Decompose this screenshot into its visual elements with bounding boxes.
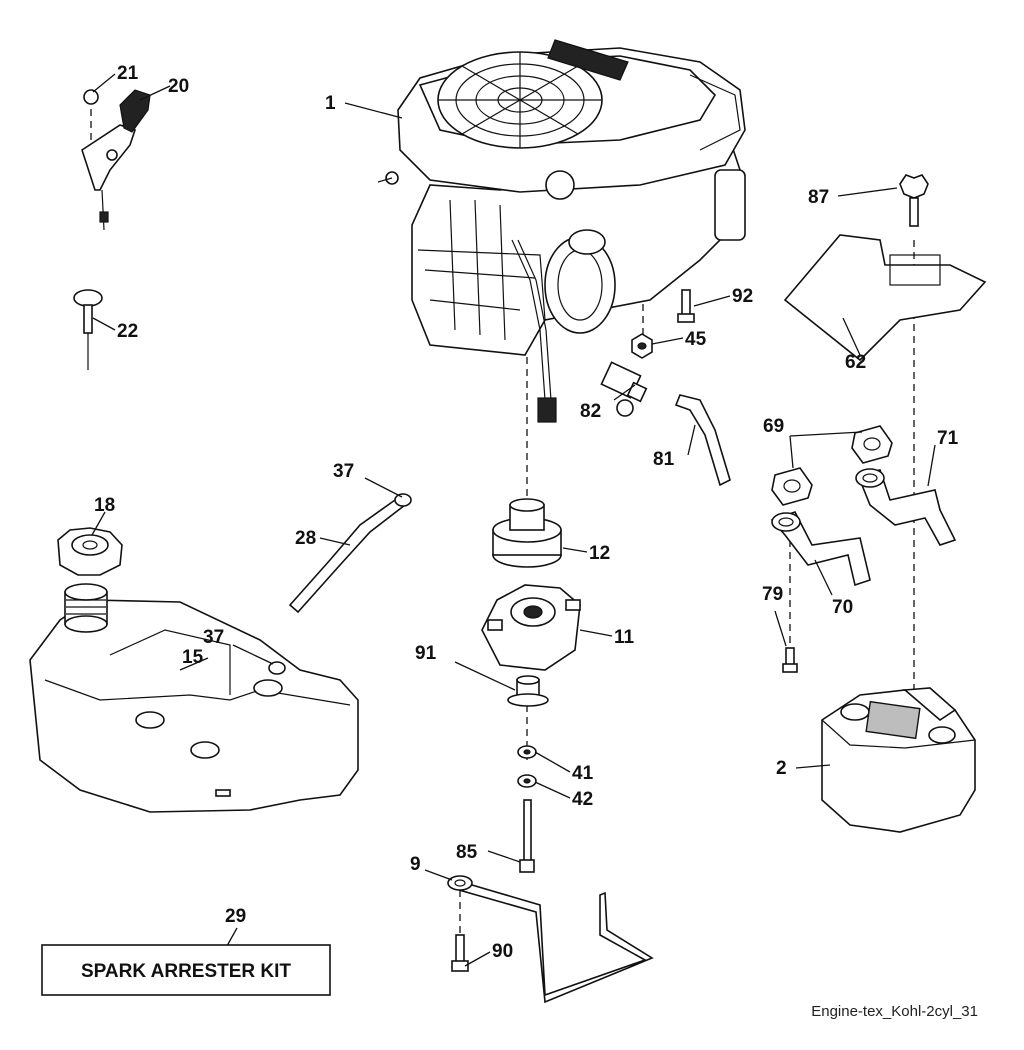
callout-71: 71	[937, 428, 959, 449]
engine	[377, 39, 746, 423]
callout-92: 92	[732, 286, 753, 307]
bolt-92	[677, 289, 695, 323]
bolt-85	[519, 799, 535, 873]
callout-21: 21	[117, 63, 139, 84]
spark-arrester-kit: SPARK ARRESTER KIT	[41, 944, 331, 996]
callout-41: 41	[572, 763, 594, 784]
pto-clutch	[481, 584, 581, 671]
callout-37-upper: 37	[333, 461, 354, 482]
kit-label: SPARK ARRESTER KIT	[81, 961, 291, 982]
pulley	[492, 498, 562, 568]
hose-clamps	[268, 493, 412, 675]
callout-15: 15	[182, 647, 204, 668]
callout-12: 12	[589, 543, 610, 564]
callout-28: 28	[295, 528, 316, 549]
callout-45: 45	[685, 329, 707, 350]
washers	[517, 745, 537, 788]
knob	[899, 174, 929, 227]
exhaust-pipe-71	[855, 468, 957, 546]
callout-82: 82	[580, 401, 601, 422]
callout-22: 22	[117, 321, 138, 342]
callout-29: 29	[225, 906, 246, 927]
callout-2: 2	[776, 758, 787, 779]
callout-87: 87	[808, 187, 829, 208]
connector	[600, 361, 648, 417]
callout-91: 91	[415, 643, 437, 664]
nut	[631, 333, 653, 359]
exhaust-pipe-70	[770, 511, 871, 587]
callout-42: 42	[572, 789, 593, 810]
bolt-79	[782, 647, 798, 673]
callout-90: 90	[492, 941, 513, 962]
callout-18: 18	[94, 495, 115, 516]
callout-62: 62	[845, 352, 866, 373]
gaskets	[771, 425, 893, 506]
callout-20: 20	[168, 76, 189, 97]
bolt-90	[451, 934, 469, 972]
fuel-cap	[57, 527, 123, 576]
callout-70: 70	[832, 597, 853, 618]
fuel-line	[288, 499, 407, 614]
choke-knob	[73, 289, 103, 370]
muffler	[821, 687, 976, 833]
callout-81: 81	[653, 449, 675, 470]
callout-85: 85	[456, 842, 478, 863]
spacer	[507, 675, 549, 707]
callout-79: 79	[762, 584, 783, 605]
callout-37-lower: 37	[203, 627, 224, 648]
hose	[674, 394, 731, 487]
fuel-tank	[29, 583, 359, 813]
callout-1: 1	[325, 93, 336, 114]
callout-69: 69	[763, 416, 784, 437]
heat-shield	[783, 234, 987, 362]
drawing-reference: Engine-tex_Kohl-2cyl_31	[811, 1003, 978, 1020]
bracket-rod	[447, 875, 654, 1004]
callout-11: 11	[614, 627, 635, 648]
throttle-control	[81, 89, 151, 231]
callout-9: 9	[410, 854, 421, 875]
callout-labels: 1 2 9 11 12 15 18 20 21 22 28 29 37 37 4…	[94, 63, 959, 962]
